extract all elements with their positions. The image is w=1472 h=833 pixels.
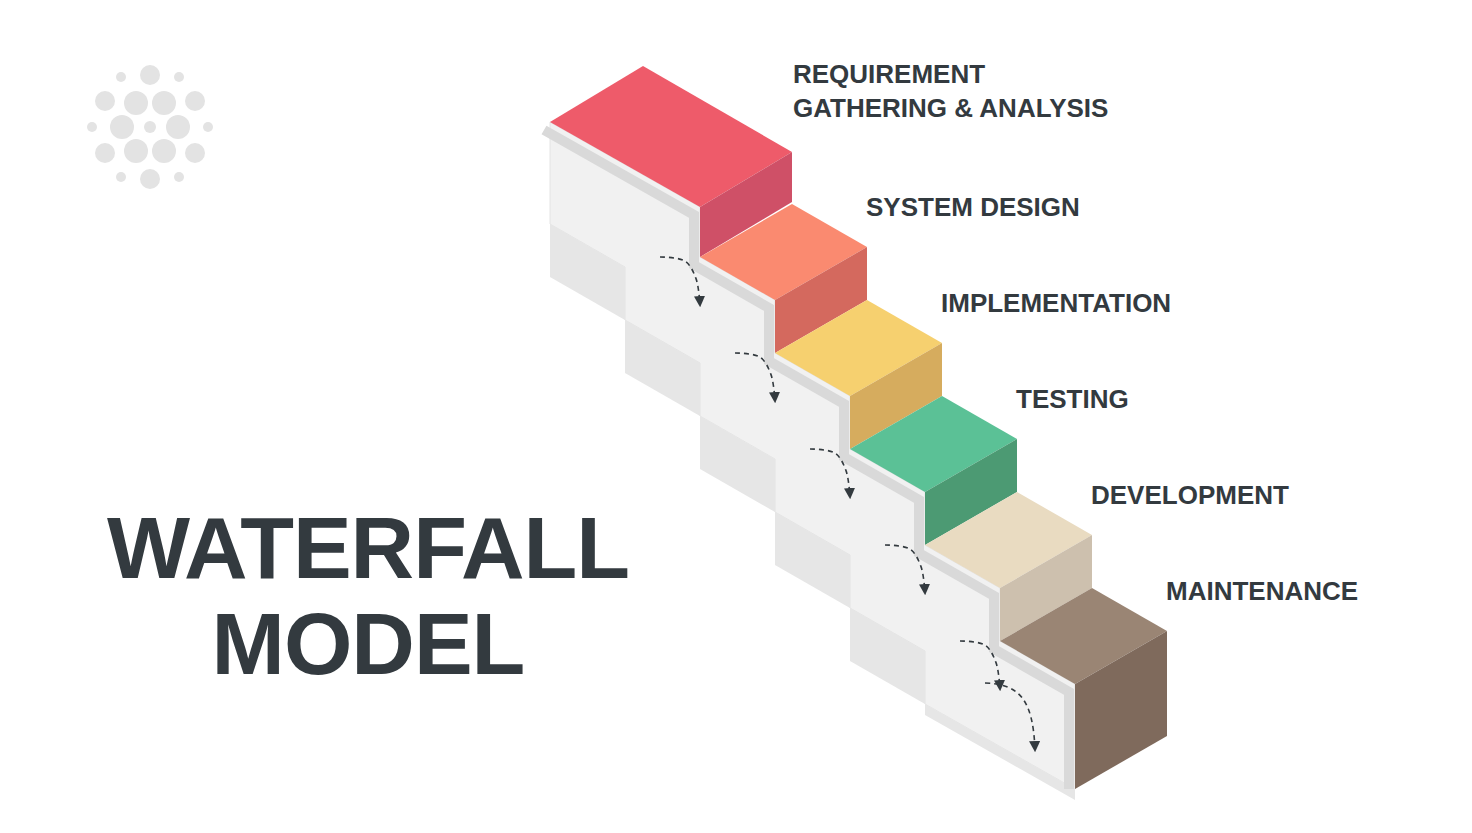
ghost-tread bbox=[925, 704, 1075, 800]
step-label: SYSTEM DESIGN bbox=[866, 190, 1080, 224]
logo-dot bbox=[185, 91, 205, 111]
logo-dot bbox=[174, 172, 184, 182]
step-side-face bbox=[1075, 631, 1167, 789]
flow-arrow bbox=[960, 641, 1000, 689]
logo-dot bbox=[95, 91, 115, 111]
flow-arrow bbox=[735, 353, 775, 401]
step-label: IMPLEMENTATION bbox=[941, 286, 1171, 320]
logo-dot bbox=[152, 91, 176, 115]
logo-dot bbox=[140, 65, 160, 85]
ghost-tread bbox=[625, 320, 700, 416]
step-label: TESTING bbox=[1016, 382, 1129, 416]
diagram-title: WATERFALL MODEL bbox=[68, 500, 668, 692]
logo-dot bbox=[110, 115, 134, 139]
flow-arrow bbox=[810, 449, 850, 497]
step-label: DEVELOPMENT bbox=[1091, 478, 1289, 512]
stair-ghost-face bbox=[550, 122, 1075, 789]
flow-arrow bbox=[985, 683, 1035, 750]
logo-dot bbox=[185, 143, 205, 163]
logo-dot bbox=[152, 139, 176, 163]
logo-dot bbox=[95, 143, 115, 163]
logo-dot bbox=[203, 122, 213, 132]
step-label: REQUIREMENT GATHERING & ANALYSIS bbox=[793, 57, 1131, 125]
ghost-tread bbox=[775, 512, 850, 608]
logo-dot bbox=[87, 122, 97, 132]
logo-dot bbox=[144, 121, 156, 133]
ghost-tread bbox=[700, 416, 775, 512]
logo-dot bbox=[174, 72, 184, 82]
logo-dot bbox=[116, 172, 126, 182]
step-label: MAINTENANCE bbox=[1166, 574, 1358, 608]
logo-dot bbox=[116, 72, 126, 82]
stair-shadow bbox=[544, 130, 1069, 789]
logo-dot bbox=[140, 169, 160, 189]
step-block bbox=[1000, 588, 1167, 789]
flow-arrow bbox=[885, 545, 925, 593]
logo-dot bbox=[124, 91, 148, 115]
ghost-tread bbox=[550, 224, 625, 320]
ghost-tread bbox=[850, 608, 925, 704]
logo-dots bbox=[87, 65, 213, 189]
flow-arrow bbox=[660, 257, 700, 305]
logo-dot bbox=[124, 139, 148, 163]
stage-step: MAINTENANCE bbox=[1000, 588, 1167, 789]
logo-dot bbox=[166, 115, 190, 139]
